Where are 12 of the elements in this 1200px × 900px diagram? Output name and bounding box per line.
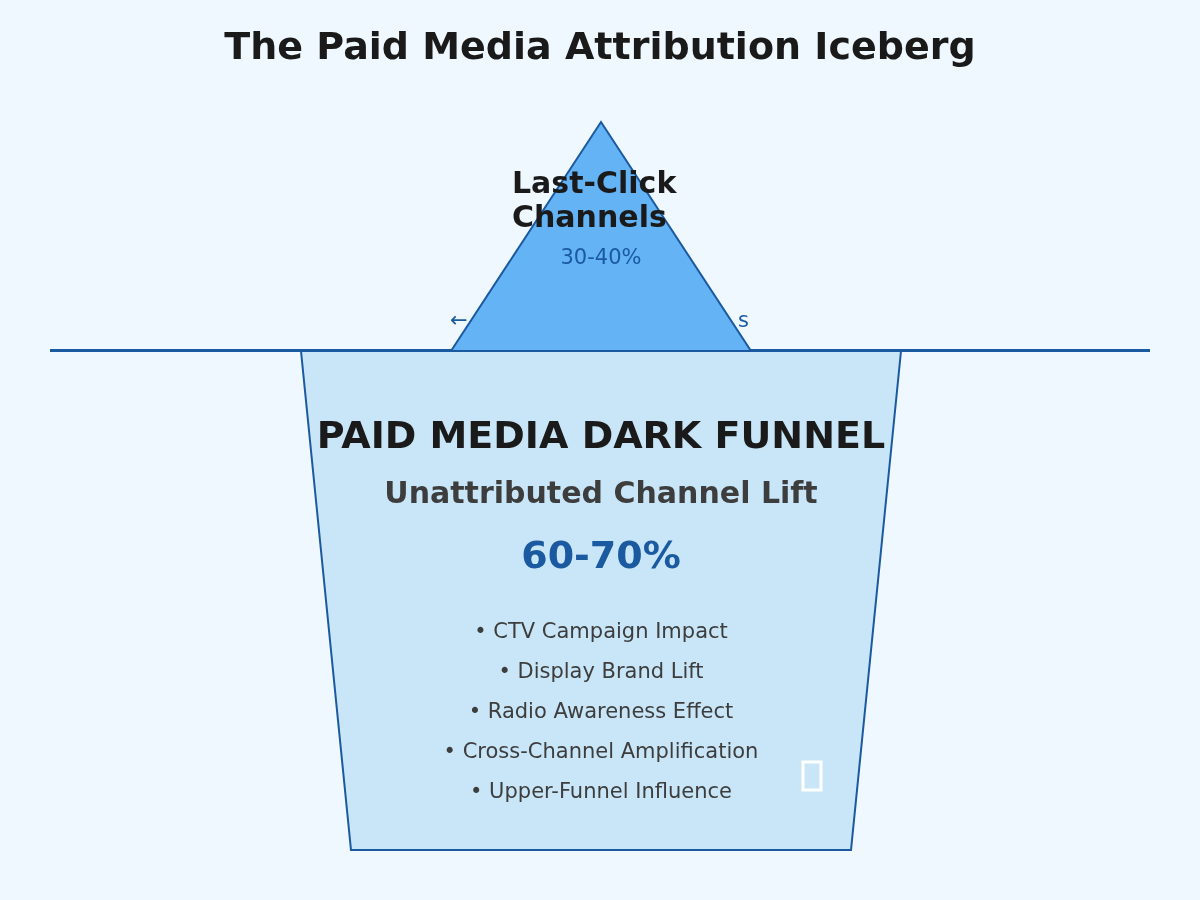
bullet-item: • Radio Awareness Effect xyxy=(467,700,735,724)
diagram-title: The Paid Media Attribution Iceberg xyxy=(223,24,977,68)
percentage: 60-70% xyxy=(520,534,682,577)
waterline-note: s xyxy=(738,308,749,332)
bullet-item: • Upper-Funnel Influence xyxy=(469,780,733,804)
heading: PAID MEDIA DARK FUNNEL xyxy=(315,414,887,457)
subheading: Unattributed Channel Lift xyxy=(383,476,819,510)
bullet-item: • Cross-Channel Amplification xyxy=(442,740,760,764)
bullet-item: • Display Brand Lift xyxy=(497,660,705,684)
waterline-note: ← xyxy=(450,308,468,332)
percentage: 30-40% xyxy=(559,246,643,270)
bullet-item: • CTV Campaign Impact xyxy=(473,620,729,644)
